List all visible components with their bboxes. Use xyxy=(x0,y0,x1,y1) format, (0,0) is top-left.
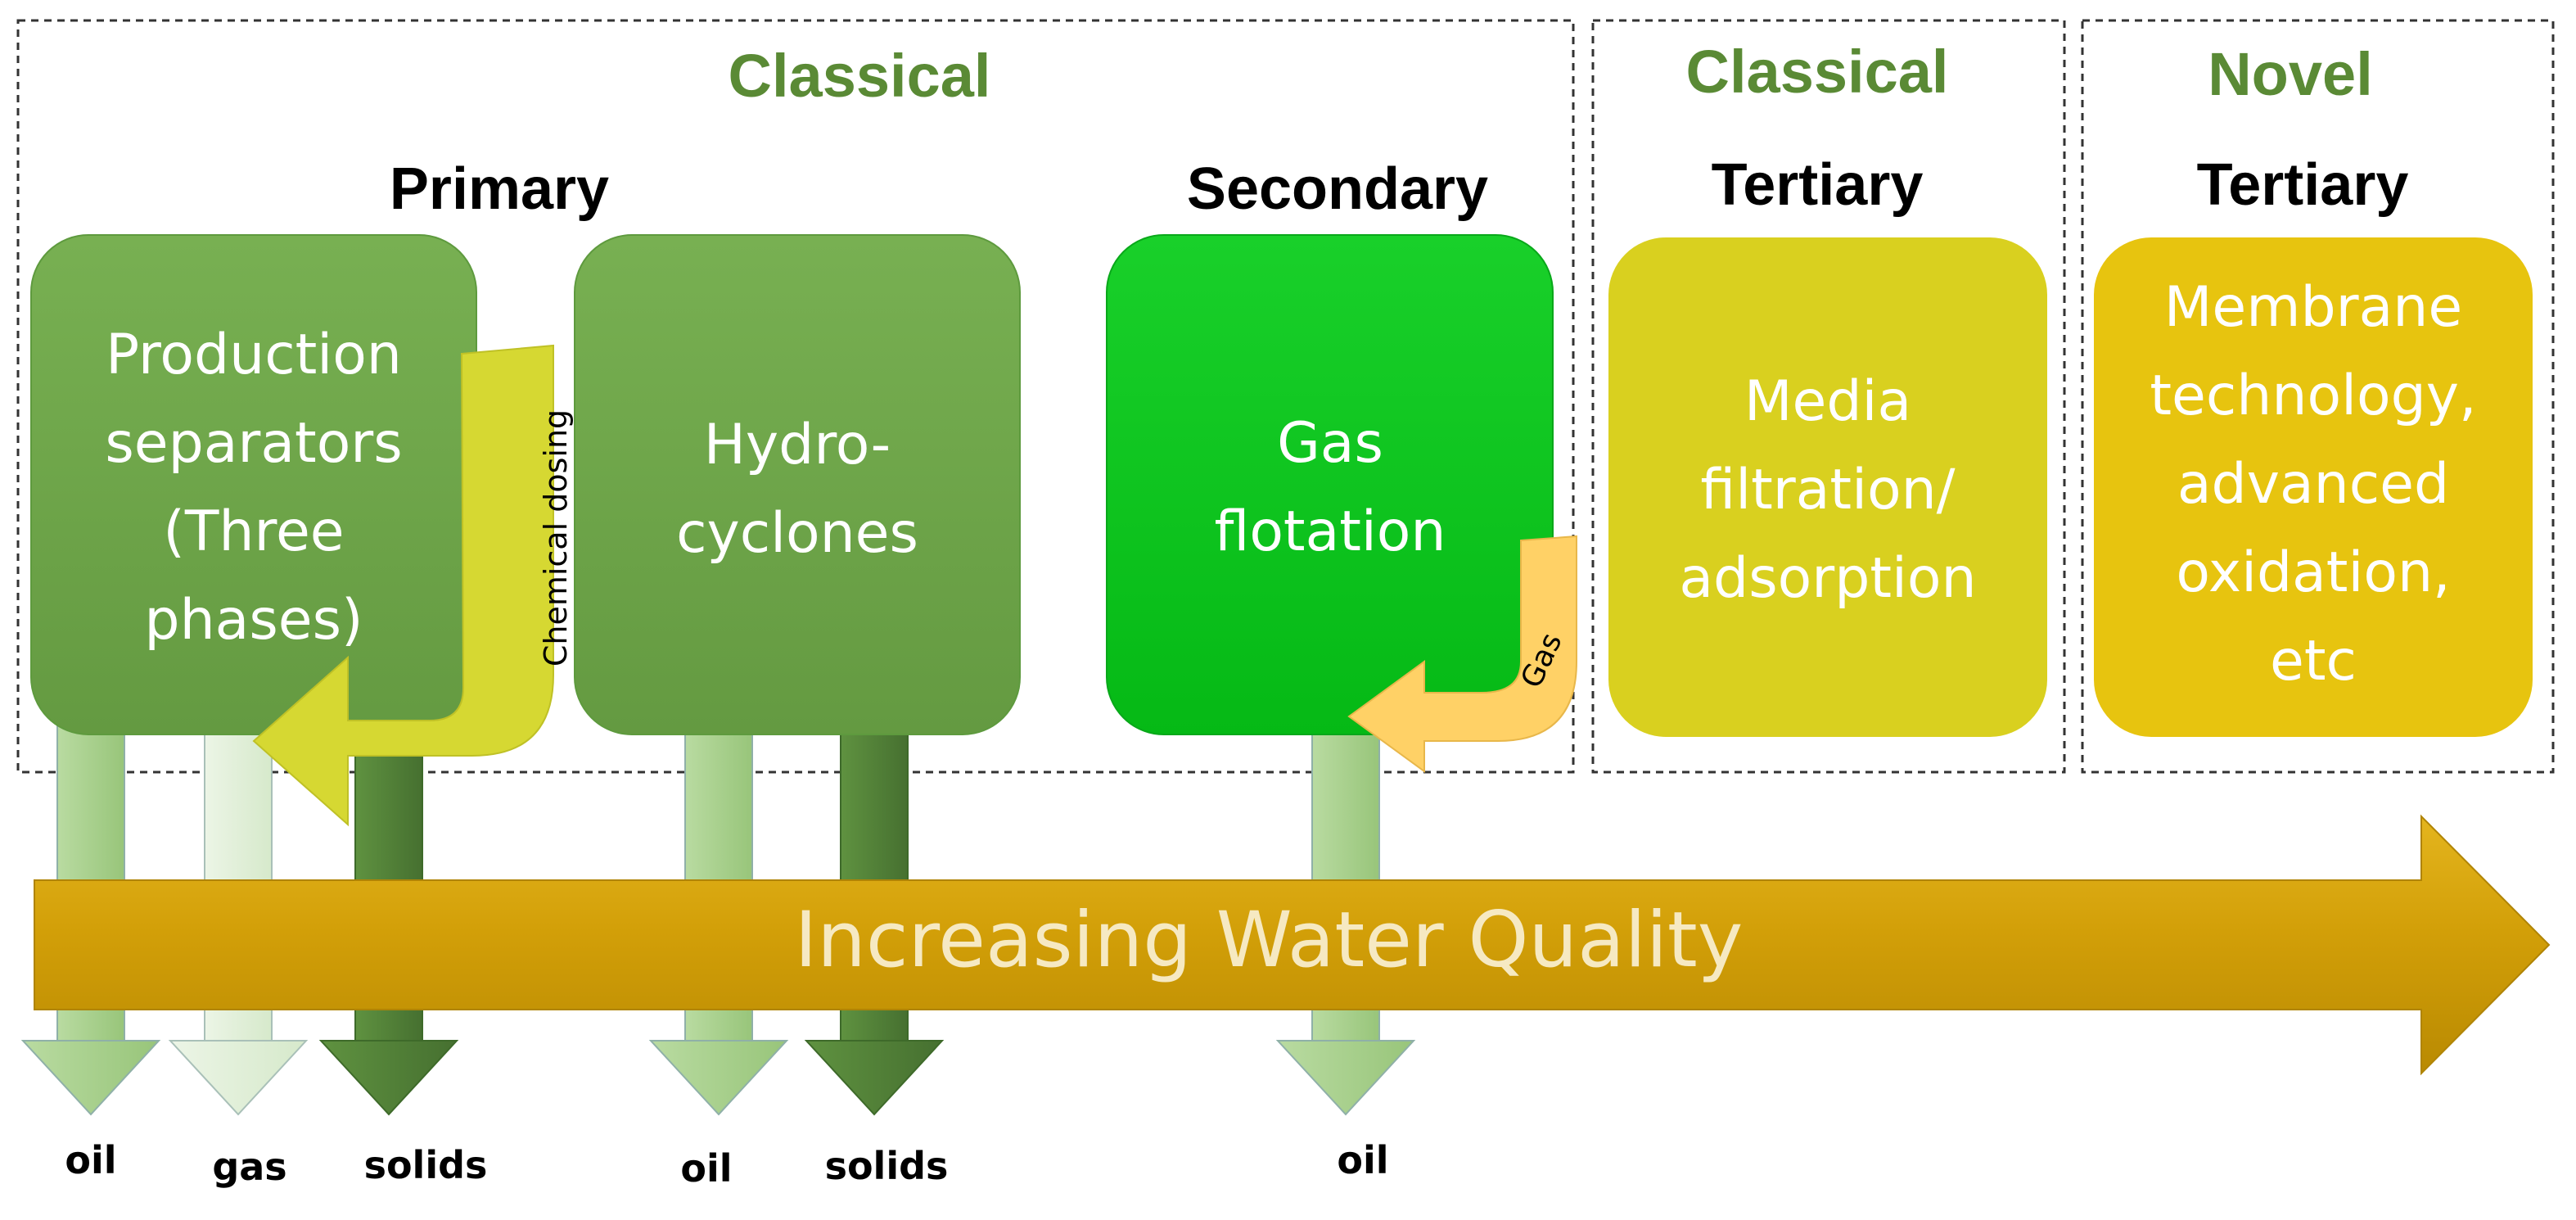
solids-stream-head-2 xyxy=(804,1040,945,1116)
section-title-classical-tertiary: Classical xyxy=(1685,38,1949,106)
process-box-membrane xyxy=(2094,237,2533,737)
stage-label-tertiary-novel: Tertiary xyxy=(2196,152,2409,218)
process-box-hydrocyclones xyxy=(574,234,1021,735)
solids-stream-head-1 xyxy=(318,1040,459,1116)
process-label-media-filtration: Media filtration/ adsorption xyxy=(1679,369,1977,611)
section-title-novel: Novel xyxy=(2208,40,2373,108)
chemical-dosing-label: Chemical dosing xyxy=(538,409,574,667)
output-label-oil-2: oil xyxy=(680,1146,733,1191)
process-label-hydrocyclones: Hydro- cyclones xyxy=(676,413,918,566)
output-label-solids-1: solids xyxy=(363,1143,488,1187)
section-frame-classical-primary-secondary xyxy=(16,19,1575,774)
oil-stream-head-3 xyxy=(1275,1040,1416,1116)
gas-stream-head xyxy=(168,1040,309,1116)
section-title-classical: Classical xyxy=(728,42,991,110)
process-label-production-separators: Production separators (Three phases) xyxy=(105,323,403,653)
process-label-membrane: Membrane technology, advanced oxidation,… xyxy=(2150,275,2477,694)
process-label-gas-flotation: Gas flotation xyxy=(1214,411,1446,564)
chemical-dosing-arrow xyxy=(252,344,554,827)
water-quality-arrow xyxy=(34,814,2551,1076)
section-frame-novel-tertiary xyxy=(2081,19,2555,774)
stage-label-tertiary-classical: Tertiary xyxy=(1711,152,1924,218)
process-box-media-filtration xyxy=(1608,237,2047,737)
section-frame-classical-tertiary xyxy=(1591,19,2066,774)
stage-label-secondary: Secondary xyxy=(1186,156,1489,222)
oil-stream-head-1 xyxy=(20,1040,161,1116)
oil-stream-head-2 xyxy=(648,1040,789,1116)
stage-label-primary: Primary xyxy=(389,156,610,222)
output-label-oil-1: oil xyxy=(65,1138,117,1182)
process-box-gas-flotation xyxy=(1106,234,1554,735)
water-quality-label: Increasing Water Quality xyxy=(794,896,1744,985)
output-label-gas: gas xyxy=(212,1145,287,1189)
output-label-oil-3: oil xyxy=(1337,1138,1389,1182)
output-label-solids-2: solids xyxy=(824,1144,949,1188)
gas-input-arrow xyxy=(1347,535,1577,773)
